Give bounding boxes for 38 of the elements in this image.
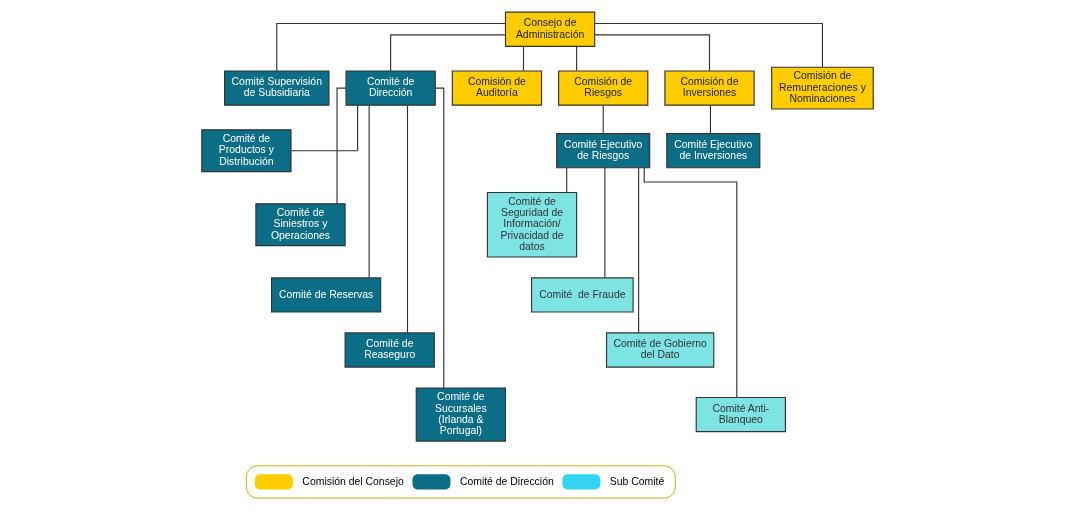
node-box: Comisión de Riesgos [558, 70, 649, 106]
connector [276, 23, 506, 72]
connector [406, 104, 409, 334]
node-box: Comité de Sucursales (Irlanda & Portugal) [415, 387, 507, 442]
node-box: Comité de Reservas [271, 277, 382, 313]
legend-label: Sub Comité [609, 475, 665, 487]
connector [643, 167, 738, 398]
connector [434, 87, 445, 389]
connector [709, 104, 712, 135]
node-box: Comisión de Inversiones [664, 70, 755, 106]
node-box: Comité Supervisión de Subsidiaria [224, 70, 330, 106]
connector [638, 167, 640, 334]
legend-label: Comisión del Consejo [302, 475, 404, 487]
node-box: Consejo de Administración [504, 11, 596, 47]
node-box: Comité de Reaseguro [344, 332, 435, 368]
connector [522, 46, 525, 72]
connector [602, 104, 604, 135]
connector [566, 167, 568, 193]
node-box: Comité de Gobierno del Dato [605, 332, 715, 368]
node-box: Comité Anti-Blanqueo [695, 396, 786, 433]
node-box: Comité Ejecutivo de Riesgos [556, 133, 651, 169]
connector [390, 34, 506, 72]
connector [336, 87, 347, 205]
node-box: Comité Ejecutivo de Inversiones [666, 133, 761, 169]
connector [594, 34, 711, 72]
connector [594, 23, 823, 68]
connector [576, 46, 578, 72]
node-box: Comité de Fraude [531, 277, 634, 313]
connector [604, 167, 606, 279]
connector [368, 104, 370, 279]
node-box: Comisión de Auditoría [451, 70, 543, 106]
node-box: Comité de Siniestros y Operaciones [255, 203, 346, 247]
node-box: Comité de Dirección [345, 70, 436, 106]
node-box: Comisión de Remuneraciones y Nominaciones [771, 66, 874, 110]
node-box: Comité de Productos y Distribución [201, 129, 292, 173]
node-box: Comité de Seguridad de Información/ Privacidad de datos [486, 191, 578, 258]
connector [290, 104, 359, 152]
legend-label: Comité de Dirección [459, 475, 554, 487]
